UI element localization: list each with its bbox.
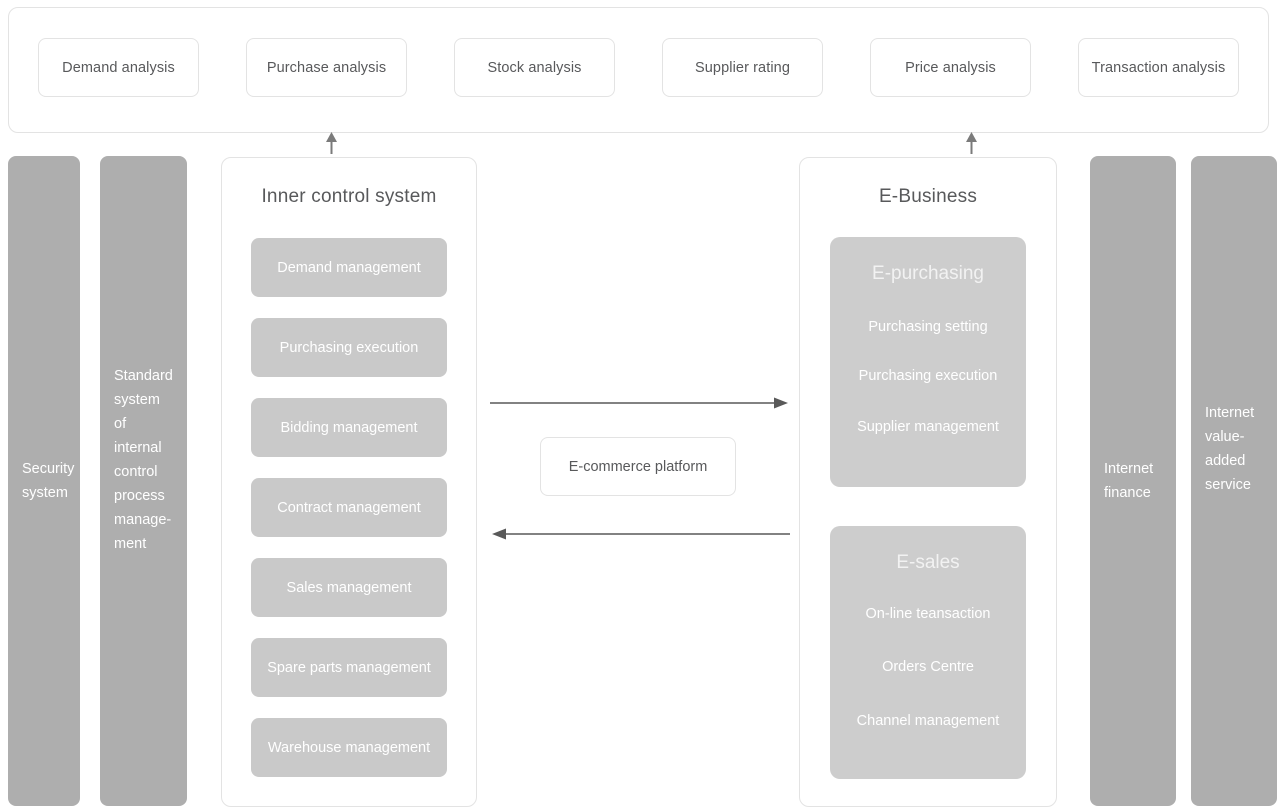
inner-item-spare-parts-management[interactable]: Spare parts management xyxy=(251,638,447,697)
side-column-internet-finance[interactable]: Internet finance xyxy=(1090,156,1176,806)
inner-control-system-title: Inner control system xyxy=(261,186,437,207)
side-column-label: Standard system of internal control proc… xyxy=(114,368,173,552)
arrow-up-ebusiness xyxy=(966,132,977,154)
arrow-inner-to-ebusiness xyxy=(490,397,788,409)
e-business-panel: E-Business E-purchasing Purchasing setti… xyxy=(799,157,1057,807)
inner-item-purchasing-execution[interactable]: Purchasing execution xyxy=(251,318,447,377)
analysis-chip-purchase[interactable]: Purchase analysis xyxy=(246,38,407,97)
inner-control-system-panel: Inner control system Demand management P… xyxy=(221,157,477,807)
side-column-label: Internet finance xyxy=(1104,461,1154,501)
group-e-sales-line-channel-management[interactable]: Channel management xyxy=(856,713,1000,729)
group-e-purchasing-line-purchasing-setting[interactable]: Purchasing setting xyxy=(868,319,988,335)
inner-item-bidding-management[interactable]: Bidding management xyxy=(251,398,447,457)
arrow-up-inner-control xyxy=(326,132,337,154)
analysis-bar-panel: Demand analysis Purchase analysis Stock … xyxy=(8,7,1269,133)
inner-item-warehouse-management[interactable]: Warehouse management xyxy=(251,718,447,777)
analysis-chip-demand[interactable]: Demand analysis xyxy=(38,38,199,97)
inner-item-sales-management[interactable]: Sales management xyxy=(251,558,447,617)
group-e-purchasing[interactable]: E-purchasing Purchasing setting Purchasi… xyxy=(830,237,1026,487)
side-column-internet-value-added-service[interactable]: Internet value-added service xyxy=(1191,156,1277,806)
ecommerce-platform-box[interactable]: E-commerce platform xyxy=(540,437,736,496)
group-e-sales-line-orders-centre[interactable]: Orders Centre xyxy=(882,659,974,675)
inner-item-demand-management[interactable]: Demand management xyxy=(251,238,447,297)
side-column-label: Internet value-added service xyxy=(1205,405,1255,493)
side-column-standard-system[interactable]: Standard system of internal control proc… xyxy=(100,156,187,806)
side-column-security-system[interactable]: Security system xyxy=(8,156,80,806)
side-column-label: Security system xyxy=(22,461,75,501)
analysis-chip-price[interactable]: Price analysis xyxy=(870,38,1031,97)
e-business-title: E-Business xyxy=(878,186,978,207)
group-e-sales-line-online-transaction[interactable]: On-line teansaction xyxy=(865,606,991,622)
analysis-chip-stock[interactable]: Stock analysis xyxy=(454,38,615,97)
analysis-chip-transaction[interactable]: Transaction analysis xyxy=(1078,38,1239,97)
ecommerce-platform-label: E-commerce platform xyxy=(568,458,708,475)
group-e-purchasing-heading: E-purchasing xyxy=(872,263,984,284)
arrow-ebusiness-to-inner xyxy=(492,528,790,540)
group-e-sales-heading: E-sales xyxy=(896,552,960,573)
group-e-sales[interactable]: E-sales On-line teansaction Orders Centr… xyxy=(830,526,1026,779)
inner-item-contract-management[interactable]: Contract management xyxy=(251,478,447,537)
group-e-purchasing-line-supplier-management[interactable]: Supplier management xyxy=(857,419,999,435)
analysis-chip-supplier[interactable]: Supplier rating xyxy=(662,38,823,97)
group-e-purchasing-line-purchasing-execution[interactable]: Purchasing execution xyxy=(858,368,998,384)
